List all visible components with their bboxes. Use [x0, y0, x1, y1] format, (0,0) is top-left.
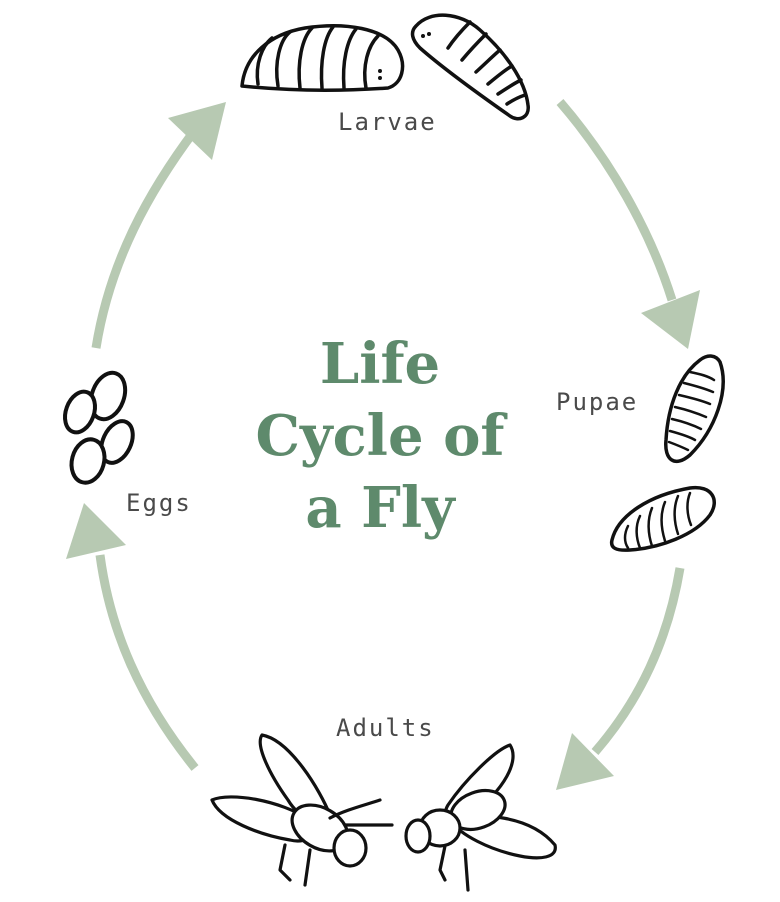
arrowhead-larvae — [168, 102, 226, 160]
label-larvae: Larvae — [338, 108, 437, 136]
arrow-larvae-to-pupae — [556, 99, 677, 302]
label-eggs: Eggs — [126, 489, 192, 517]
title-line-2: Cycle of — [255, 403, 505, 469]
diagram-title: Life Cycle of a Fly — [230, 328, 530, 544]
title-line-3: a Fly — [305, 475, 455, 541]
arrowhead-pupae — [641, 290, 700, 349]
arrow-eggs-to-larvae — [91, 127, 199, 349]
label-pupae: Pupae — [556, 388, 639, 416]
arrow-pupae-to-adults — [591, 567, 685, 755]
title-line-1: Life — [319, 331, 441, 397]
arrowhead-eggs — [66, 503, 126, 559]
arrow-adults-to-eggs — [95, 554, 199, 771]
label-adults: Adults — [336, 714, 435, 742]
arrowhead-adults — [556, 733, 614, 790]
